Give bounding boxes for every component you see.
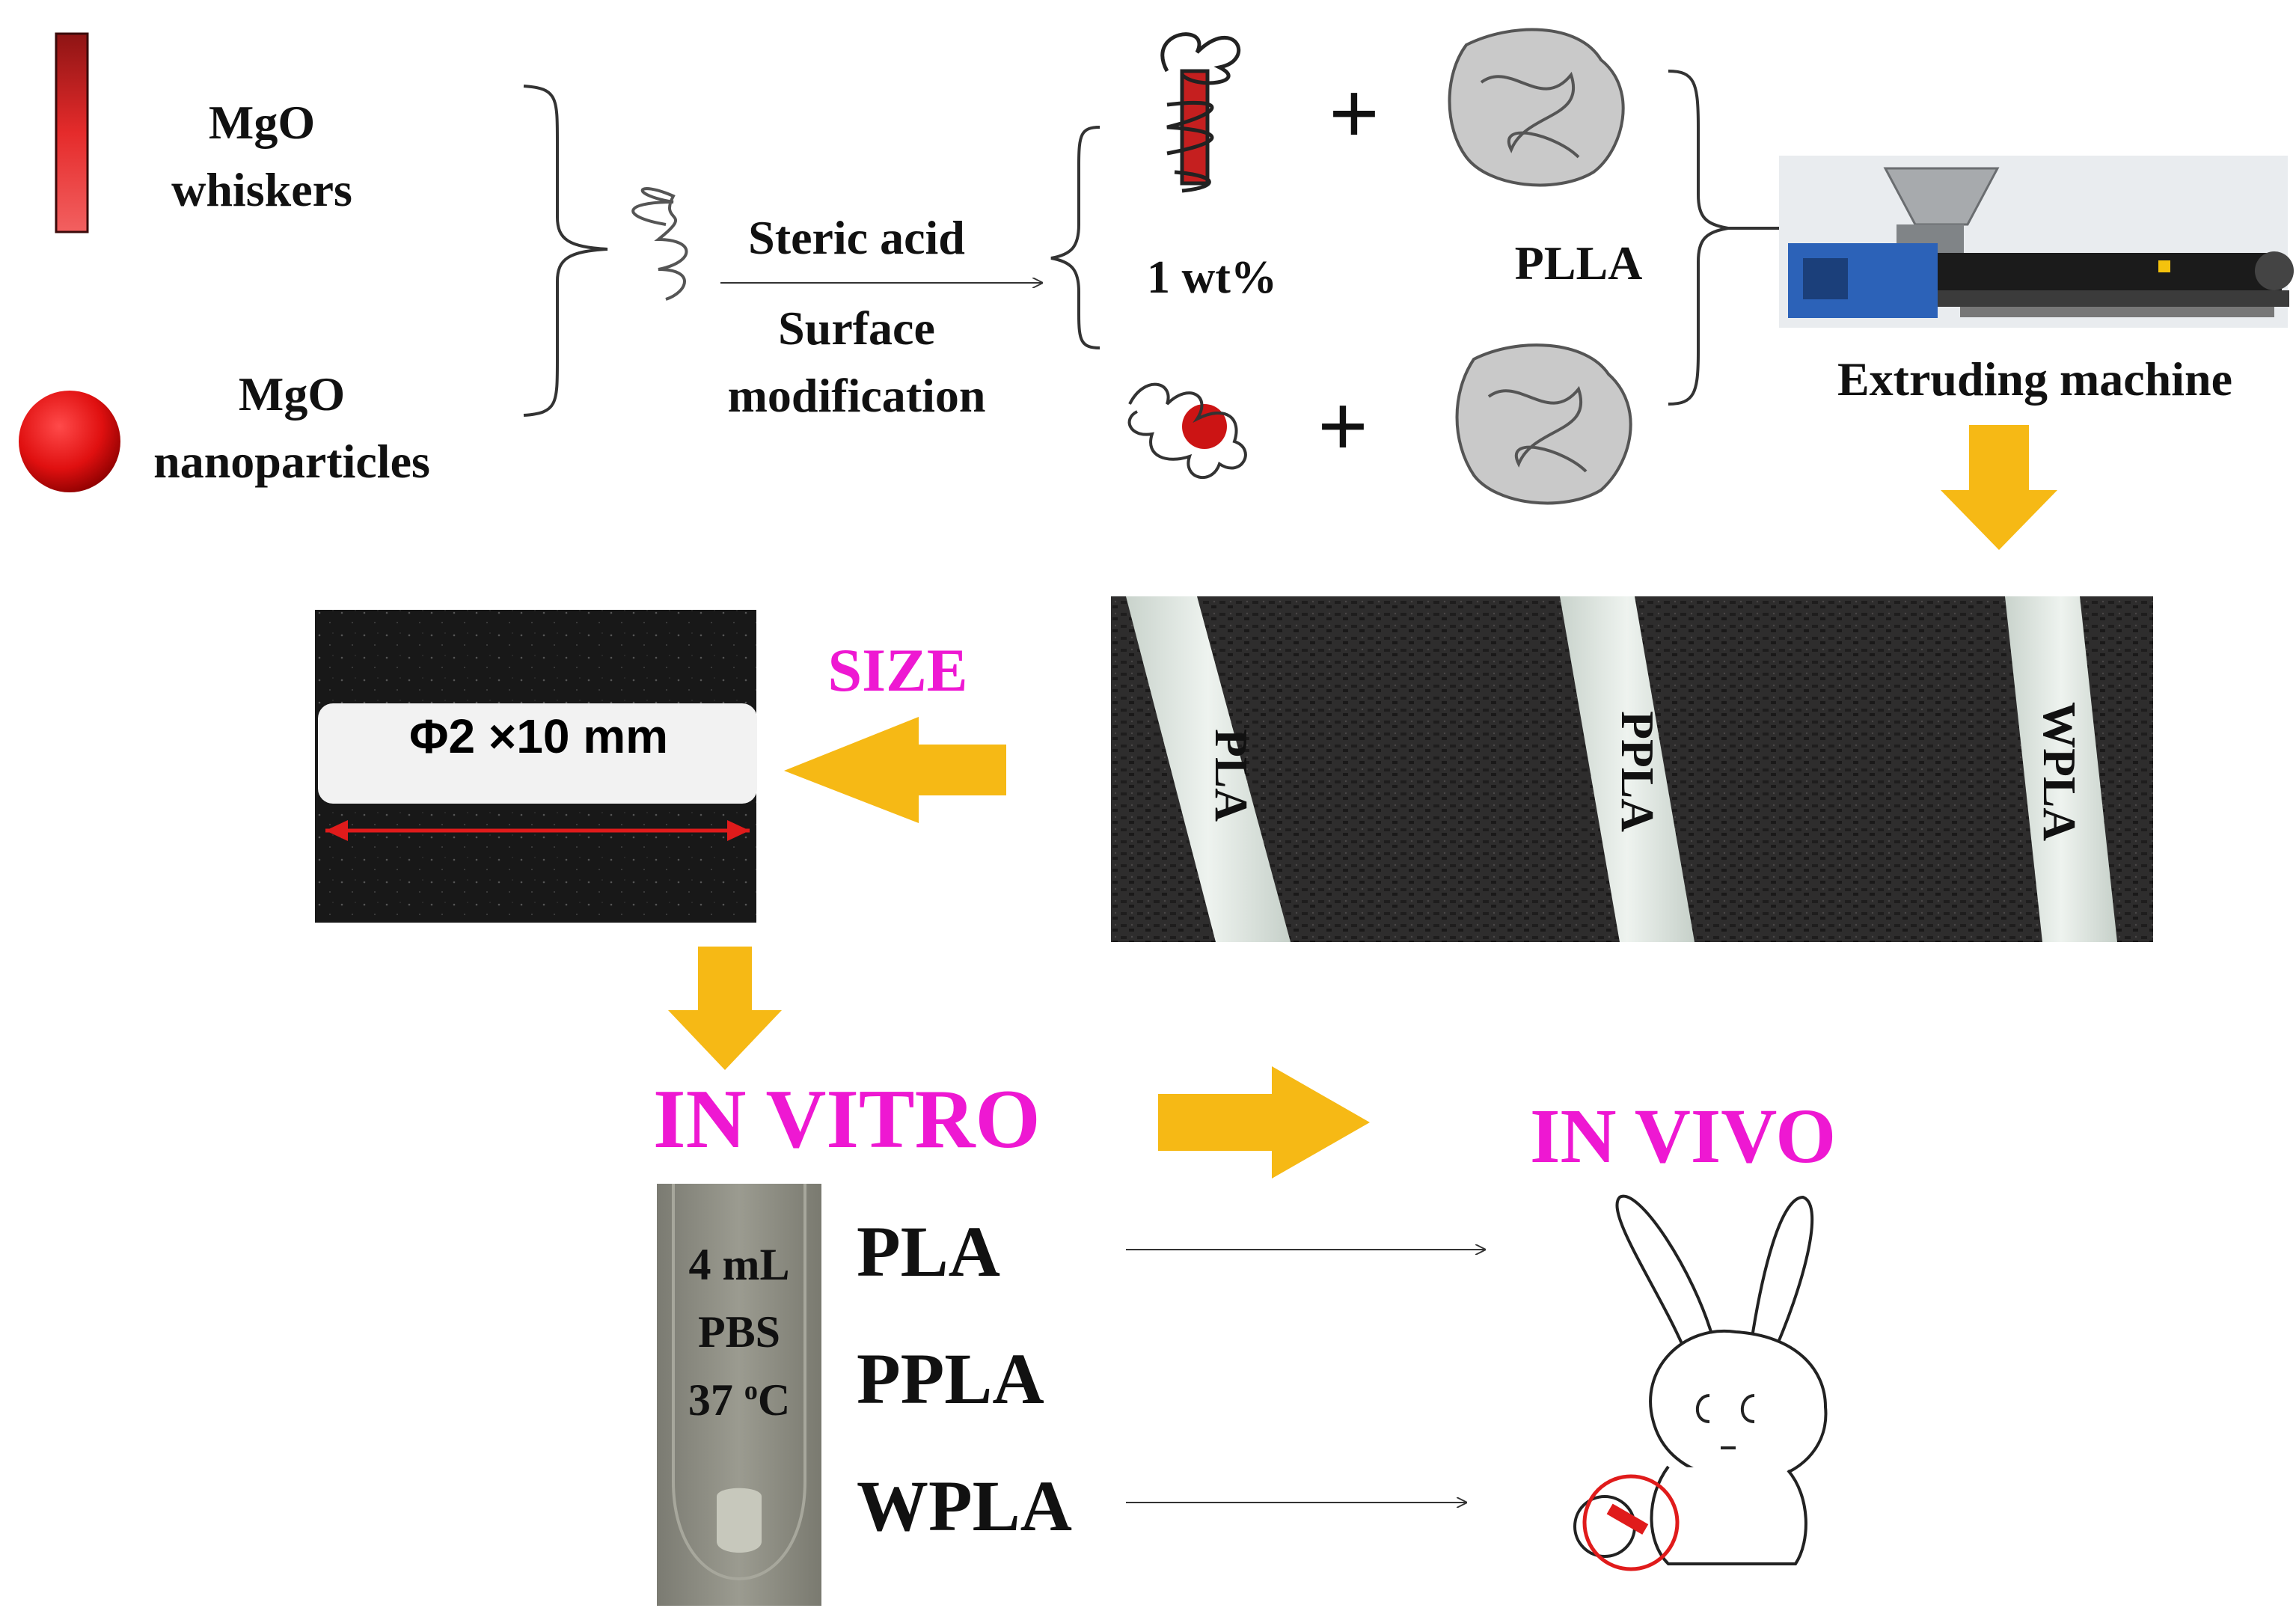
yellow-arrow-down-icon	[668, 947, 782, 1070]
label-sample-dimension: Φ2 ×10 mm	[408, 709, 669, 763]
label-steric-acid: Steric acid	[748, 211, 965, 264]
extruded-rods-photo	[1111, 596, 2153, 942]
rod-label-pla: PLA	[1205, 729, 1256, 822]
label-weight-percent: 1 wt%	[1147, 252, 1277, 303]
label-mgo-nano-line1: MgO	[238, 367, 346, 421]
yellow-arrow-down-icon	[1941, 425, 2057, 550]
bracket-icon	[1668, 70, 1729, 406]
whisker-icon	[55, 32, 89, 233]
label-in-vivo: IN VIVO	[1530, 1093, 1837, 1179]
rod-label-wpla: WPLA	[2033, 702, 2084, 841]
pbs-tube-photo	[657, 1184, 821, 1606]
tube-label-volume: 4 mL	[688, 1240, 790, 1289]
label-mgo-nano-line2: nanoparticles	[153, 435, 430, 488]
bracket-icon	[1050, 126, 1100, 349]
label-surface-modification-line1: Surface	[778, 302, 935, 355]
tube-label-temperature-unit: C	[757, 1375, 791, 1425]
label-plla: PLLA	[1514, 236, 1643, 290]
tube-label-degree: o	[744, 1375, 758, 1405]
plus-sign: +	[1317, 376, 1369, 476]
sample-label-pla: PLA	[857, 1211, 1000, 1292]
rabbit-icon	[1573, 1194, 1828, 1571]
sample-size-photo	[315, 610, 757, 923]
label-in-vitro: IN VITRO	[653, 1073, 1041, 1166]
plla-coil-icon	[1448, 28, 1625, 187]
bracket-icon	[523, 85, 608, 417]
implant-site-icon	[1582, 1474, 1680, 1571]
yellow-arrow-right-icon	[1158, 1066, 1370, 1179]
tube-label-pbs: PBS	[697, 1307, 781, 1357]
sample-label-ppla: PPLA	[857, 1339, 1044, 1419]
label-surface-modification-line2: modification	[727, 369, 986, 422]
coated-nanoparticle-icon	[1127, 382, 1247, 479]
coated-whisker-icon	[1160, 32, 1241, 193]
plus-sign: +	[1328, 64, 1380, 163]
nanoparticle-icon	[19, 391, 120, 492]
label-extruding-machine: Extruding machine	[1837, 352, 2233, 406]
extruder-icon	[1779, 156, 2294, 328]
tube-label-temperature: 37 oC	[657, 1377, 821, 1422]
tube-label-temperature-value: 37	[688, 1375, 744, 1425]
label-size: SIZE	[827, 636, 968, 704]
label-mgo-whiskers-line1: MgO	[208, 96, 316, 149]
label-mgo-whiskers-line2: whiskers	[171, 163, 352, 216]
rod-label-ppla: PPLA	[1611, 711, 1662, 832]
yellow-arrow-left-icon	[784, 717, 1006, 823]
plla-coil-icon	[1455, 343, 1632, 505]
sample-label-wpla: WPLA	[857, 1466, 1072, 1546]
coil-icon	[631, 187, 688, 301]
